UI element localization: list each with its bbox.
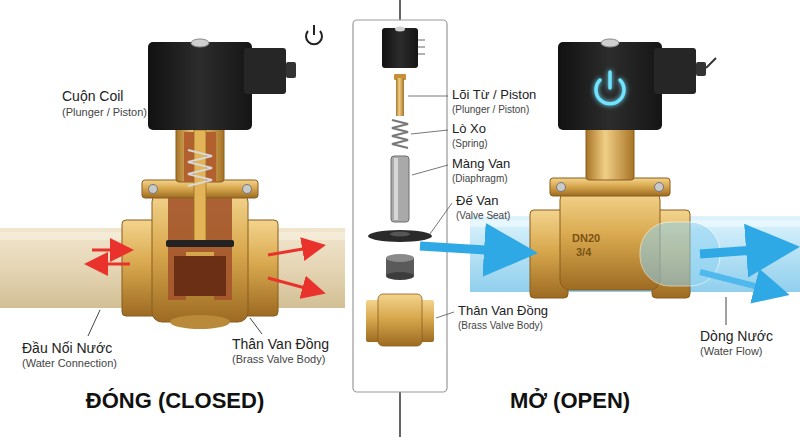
exploded-view-part [390, 232, 410, 237]
exploded-view-part [418, 46, 425, 48]
closed-valve-part [313, 25, 315, 35]
part-name-en: (Valve Seat) [456, 210, 510, 222]
open-valve-part [654, 48, 696, 94]
closed-valve-part [243, 185, 252, 194]
part-name: Lõi Từ / Piston [452, 88, 536, 103]
part-name: Thân Van Đồng [458, 304, 548, 319]
part-name-en: (Spring) [452, 138, 488, 150]
closed-valve-part [194, 130, 206, 246]
closed-valve [0, 25, 345, 336]
closed-valve-part [149, 185, 158, 194]
divider-part [399, 0, 401, 20]
open-valve-part [655, 183, 664, 192]
closed-valve-part [250, 318, 262, 334]
open-valve-part [586, 126, 634, 180]
body-marking: 3/4 [576, 246, 591, 259]
open-valve-part [557, 183, 566, 192]
state-title: MỞ (OPEN) [510, 388, 630, 413]
closed-valve-part [90, 263, 130, 266]
part-name: Cuộn Coil [62, 88, 123, 104]
part-name: Đầu Nối Nước [22, 340, 112, 356]
part-name: Đế Van [456, 194, 498, 209]
open-valve-part [700, 248, 782, 254]
open-valve-part [706, 58, 716, 68]
exploded-view-part [392, 120, 408, 148]
exploded-view-part [418, 53, 425, 55]
open-valve-part [700, 272, 778, 292]
closed-valve-part [244, 48, 286, 94]
closed-valve-part [268, 246, 320, 255]
closed-valve-part [148, 42, 252, 130]
exploded-view-part [411, 130, 448, 134]
closed-valve-part [174, 256, 226, 296]
part-name: Dòng Nước [700, 328, 773, 344]
exploded-view-part [430, 203, 452, 234]
open-valve-part-part [608, 72, 612, 88]
part-name: Lò Xo [452, 122, 486, 137]
exploded-view-part [395, 27, 405, 32]
closed-valve-part [268, 278, 320, 292]
part-name-en: (Diaphragm) [452, 173, 508, 185]
exploded-view-part [378, 294, 422, 346]
open-valve-part [726, 297, 727, 325]
exploded-view-part [394, 158, 398, 220]
open-valve-part [601, 39, 619, 47]
open-valve-part [550, 178, 670, 196]
exploded-view-part [382, 28, 418, 68]
open-valve-part [596, 72, 624, 104]
state-title: ĐÓNG (CLOSED) [86, 388, 264, 413]
exploded-view-part [408, 96, 448, 97]
part-name-en: (Plunger / Piston) [62, 106, 147, 119]
exploded-view-part [396, 78, 404, 116]
closed-valve-part [166, 240, 234, 247]
part-name: Thân Van Đồng [232, 336, 329, 352]
part-name-en: (Water Flow) [700, 345, 763, 358]
part-name-en: (Brass Valve Body) [458, 320, 543, 332]
exploded-view-part [353, 20, 447, 392]
divider-part [399, 392, 401, 437]
exploded-view-part [418, 39, 425, 41]
closed-valve-part [286, 62, 296, 78]
exploded-view-part [368, 230, 432, 242]
exploded-view [353, 20, 454, 392]
open-valve-part [420, 246, 520, 252]
exploded-view-part [436, 312, 454, 318]
open-valve [420, 39, 800, 325]
closed-valve-part [191, 39, 209, 47]
part-name-en: (Plunger / Piston) [452, 104, 529, 116]
open-valve-part [558, 42, 662, 130]
body-marking: DN20 [572, 232, 600, 245]
exploded-view-part [386, 254, 414, 262]
part-name-en: (Brass Valve Body) [232, 353, 325, 366]
closed-valve-part [188, 150, 212, 186]
exploded-view-part [391, 156, 409, 222]
closed-valve-part [88, 310, 100, 336]
exploded-view-part [412, 165, 448, 175]
closed-valve-part [92, 249, 128, 252]
closed-valve-part [170, 315, 230, 329]
open-valve-part [696, 62, 706, 76]
part-name: Màng Van [452, 157, 510, 172]
part-name-en: (Water Connection) [22, 357, 117, 370]
exploded-view-part [386, 272, 414, 280]
